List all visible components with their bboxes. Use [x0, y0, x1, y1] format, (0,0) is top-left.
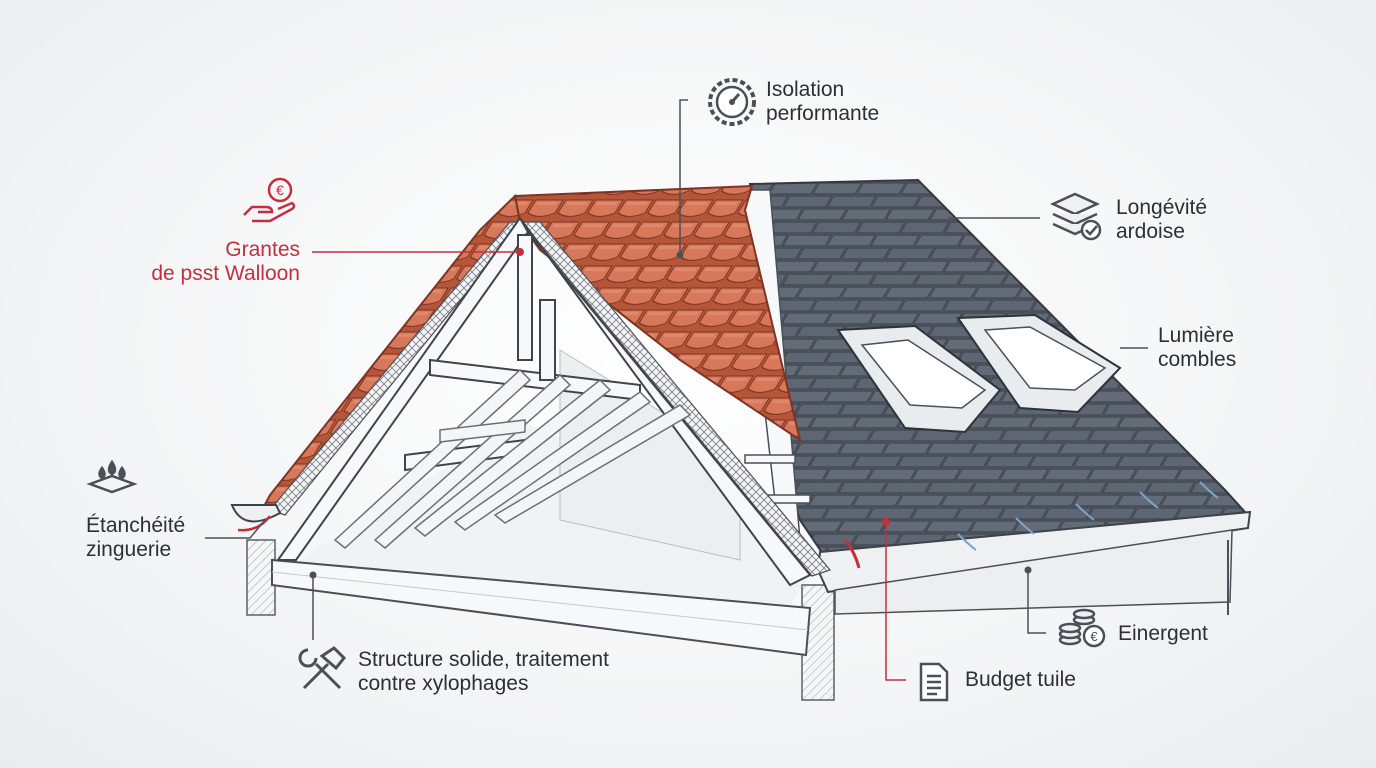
label-etancheite: Étanchéité zinguerie	[86, 514, 186, 561]
svg-text:€: €	[276, 182, 284, 198]
label-longevite: Longévité ardoise	[1116, 196, 1208, 243]
svg-text:€: €	[1090, 629, 1098, 644]
hammer-wrench-icon	[298, 646, 347, 690]
left-wall	[246, 539, 835, 701]
floor-beam	[271, 558, 812, 657]
drain-arrow	[843, 539, 861, 569]
label-lumiere: Lumière combles	[1158, 324, 1237, 371]
document-icon	[919, 662, 949, 702]
slate-roof	[748, 178, 1252, 615]
rafters	[333, 368, 692, 549]
label-budget: Budget tuile	[965, 668, 1076, 691]
hand-euro-icon: €	[243, 177, 296, 223]
gauge-gear-icon	[708, 78, 756, 126]
label-grantes: Grantes de psst Walloon	[151, 238, 300, 285]
water-flow-arrows	[957, 481, 1219, 551]
leader-lines	[205, 99, 1148, 681]
label-isolation: Isolation performante	[766, 78, 880, 125]
left-gutter	[230, 504, 282, 532]
skylights	[836, 313, 1122, 434]
label-einergent: Einergent	[1118, 622, 1208, 645]
stacked-layers-check-icon	[1049, 192, 1102, 241]
insulation-layer	[268, 221, 832, 577]
coins-euro-icon: €	[1058, 608, 1106, 648]
label-structure: Structure solide, traitement contre xylo…	[358, 648, 609, 695]
water-drops-icon	[86, 459, 138, 494]
